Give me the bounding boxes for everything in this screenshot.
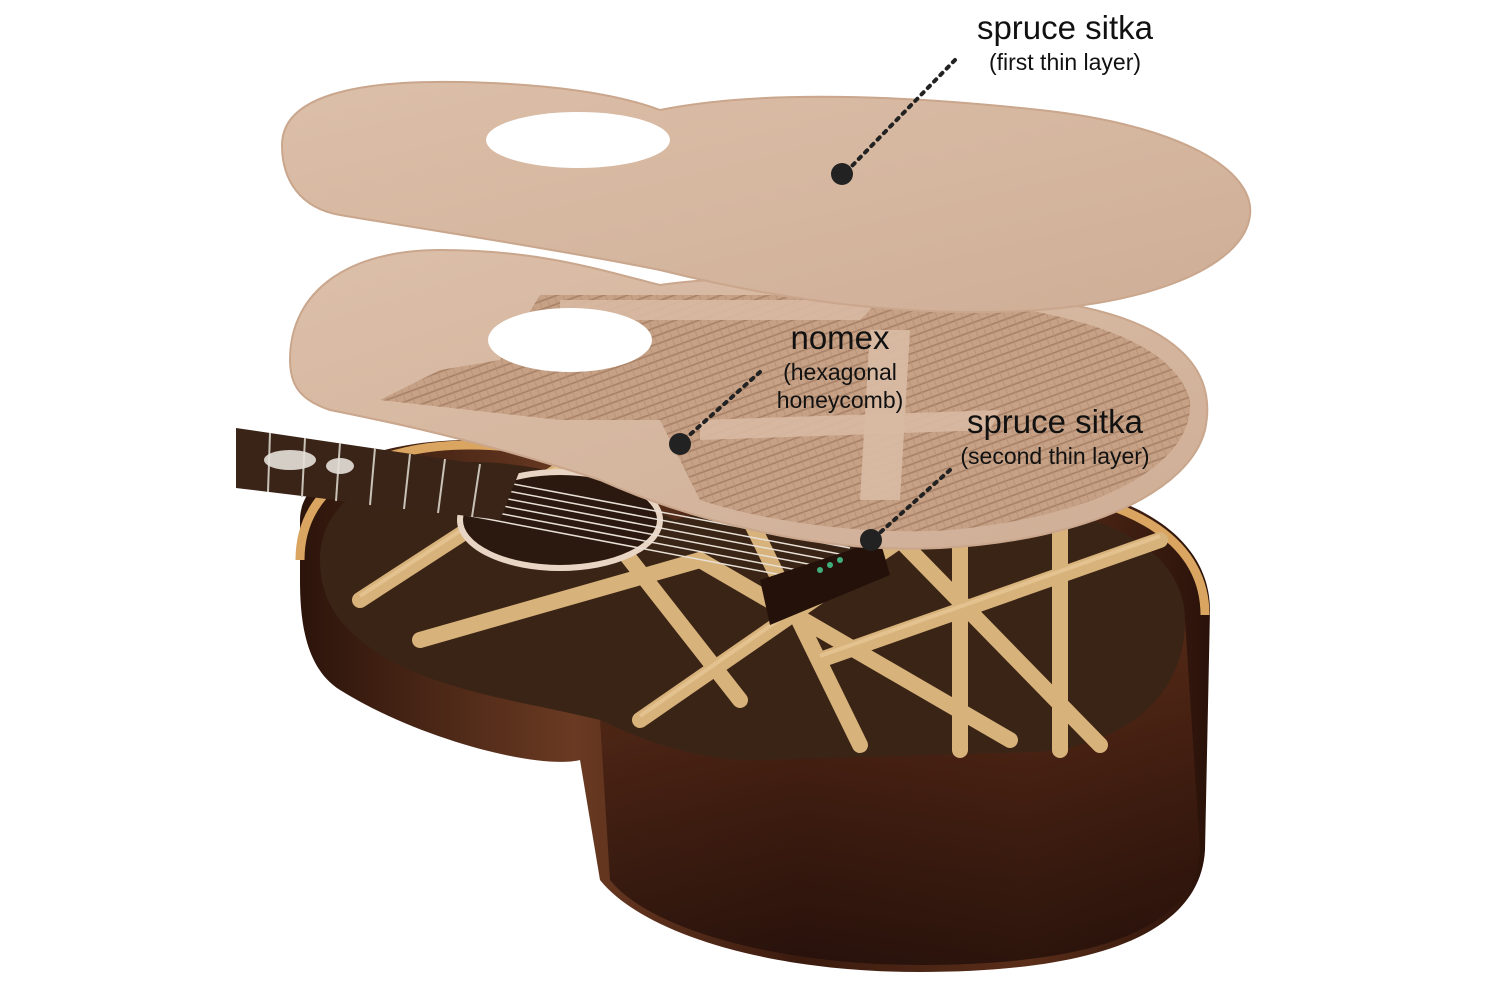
label-spruce-first-layer: spruce sitka (first thin layer) — [940, 8, 1190, 76]
leader-dot-nomex — [669, 433, 691, 455]
leader-line-nomex — [682, 370, 762, 442]
leader-line-second — [872, 468, 952, 540]
guitar-lower-side — [600, 620, 1200, 965]
spruce-first-layer — [280, 80, 1252, 314]
nomex-soundhole — [488, 308, 652, 372]
label-spruce-first-subtitle: (first thin layer) — [988, 49, 1142, 75]
label-nomex-subtitle-line1: (hexagonal — [783, 359, 897, 385]
spruce-first-soundhole — [486, 112, 670, 168]
label-spruce-second-layer: spruce sitka (second thin layer) — [930, 402, 1180, 470]
label-nomex: nomex (hexagonal honeycomb) — [740, 318, 940, 414]
leader-lines — [682, 58, 957, 540]
nomex-layer — [288, 248, 1209, 550]
leader-line-first — [846, 58, 957, 172]
label-spruce-second-title: spruce sitka — [966, 403, 1144, 440]
guitar-bracing — [352, 462, 1168, 758]
label-nomex-title: nomex — [790, 319, 890, 356]
label-spruce-second-subtitle: (second thin layer) — [960, 443, 1150, 469]
fretboard-inlay — [264, 450, 354, 474]
label-spruce-first-title: spruce sitka — [976, 9, 1154, 46]
leader-dot-first — [831, 163, 853, 185]
guitar-bridge — [760, 540, 890, 625]
leader-dot-second — [860, 529, 882, 551]
label-nomex-subtitle-line2: honeycomb) — [776, 387, 904, 413]
guitar-fretboard — [236, 428, 520, 520]
